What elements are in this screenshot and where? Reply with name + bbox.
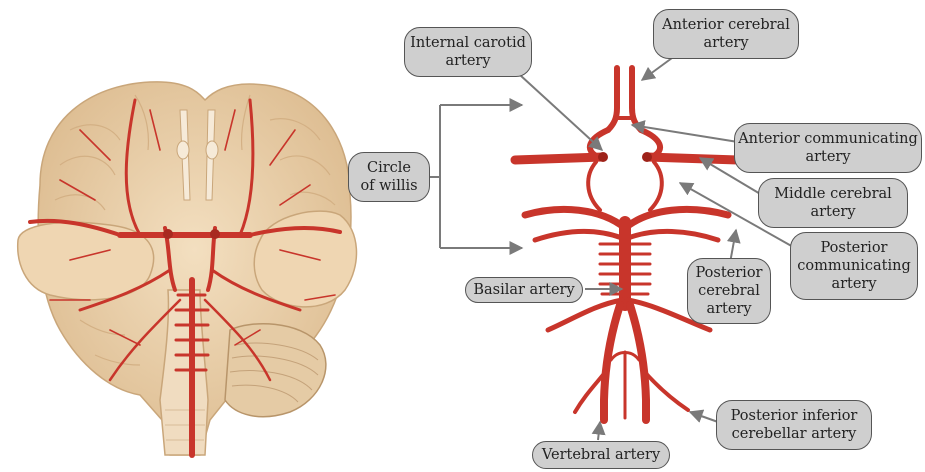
- label-vertebral-artery: Vertebral artery: [532, 441, 670, 469]
- anterior-cerebral-left-vessel: [608, 68, 617, 130]
- posterior-communicating-left-vessel: [588, 162, 600, 210]
- circle-of-willis-bracket: [428, 105, 522, 248]
- anterior-cerebral-right-vessel: [632, 68, 641, 130]
- middle-cerebral-right-vessel: [647, 157, 738, 160]
- label-basilar-artery: Basilar artery: [465, 277, 583, 303]
- middle-cerebral-left-vessel: [515, 157, 603, 160]
- label-middle-cerebral-artery: Middle cerebral artery: [758, 178, 908, 228]
- vertebral-right-vessel: [630, 305, 646, 420]
- pointer-vertebral: [598, 422, 600, 440]
- label-posterior-communicating-artery: Posterior communicating artery: [790, 232, 918, 300]
- artery-diagram: [515, 68, 738, 420]
- label-posterior-inferior-cerebellar-artery: Posterior inferior cerebellar artery: [716, 400, 872, 450]
- pointer-internal-carotid: [520, 75, 602, 150]
- label-posterior-cerebral-artery: Posterior cerebral artery: [687, 258, 771, 324]
- posterior-communicating-right-vessel: [650, 162, 662, 210]
- label-anterior-communicating-artery: Anterior communicating artery: [734, 123, 922, 173]
- brain-illustration: [18, 82, 357, 455]
- pointer-anterior-cerebral: [642, 58, 672, 80]
- posterior-cerebral-left-vessel: [525, 209, 625, 228]
- label-internal-carotid-artery: Internal carotid artery: [404, 27, 532, 77]
- label-anterior-cerebral-artery: Anterior cerebral artery: [653, 9, 799, 59]
- label-circle-of-willis: Circle of willis: [348, 152, 430, 202]
- pointer-pica: [690, 412, 718, 422]
- posterior-cerebral-right-vessel: [625, 209, 728, 228]
- vertebral-left-vessel: [604, 305, 620, 420]
